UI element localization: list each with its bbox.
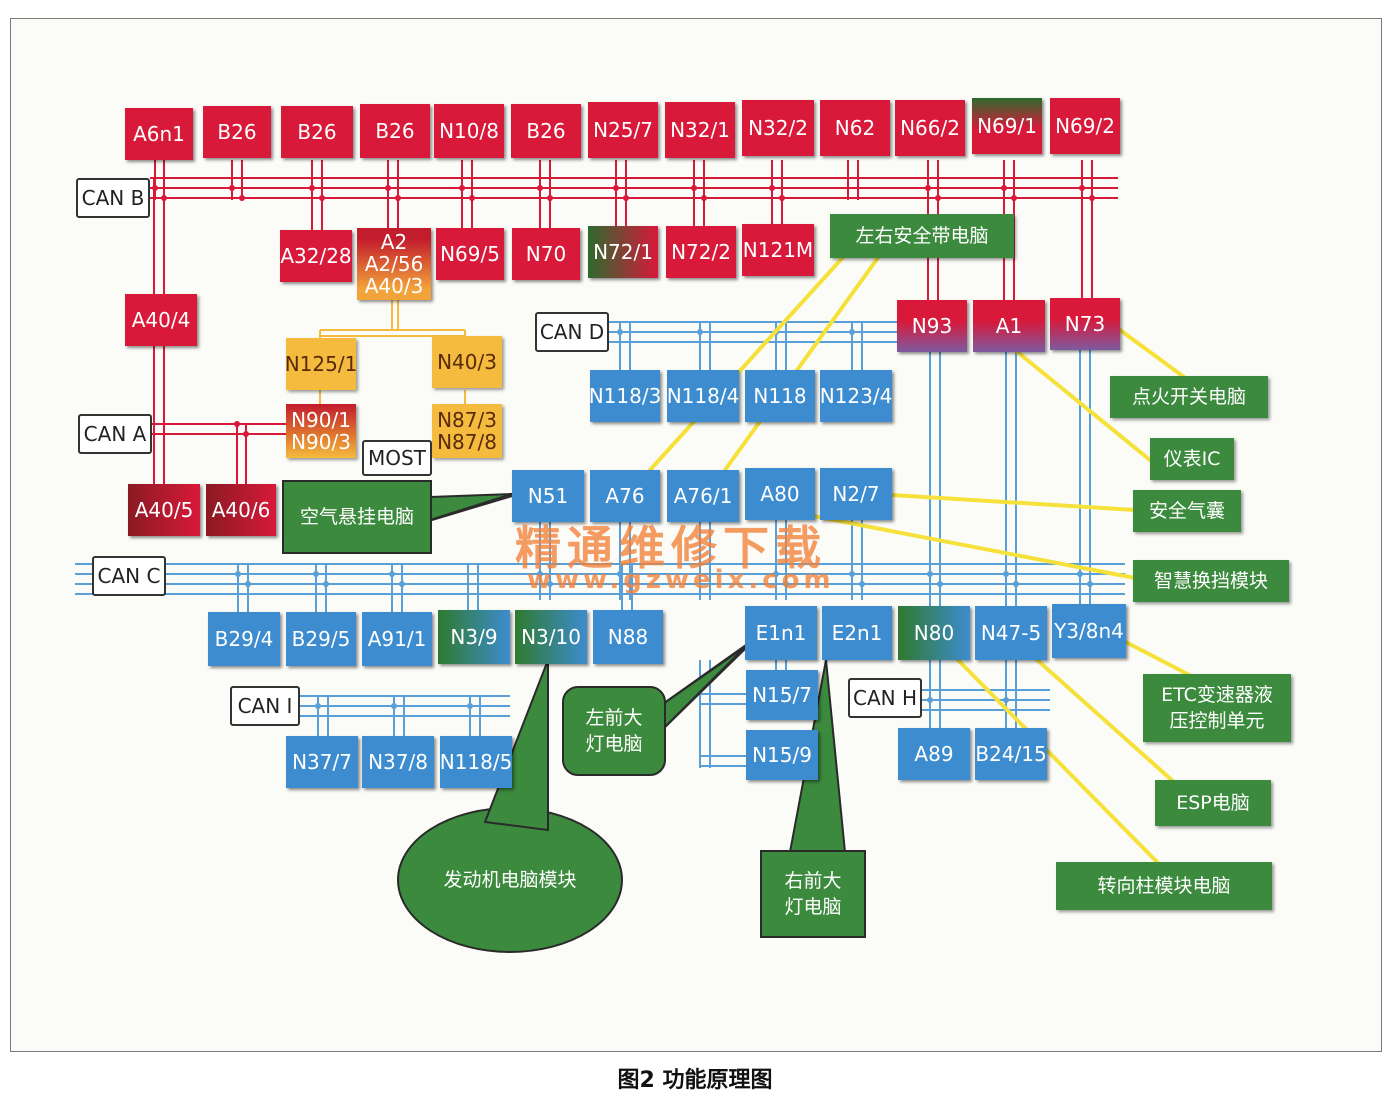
module-y3-8n4: Y3/8n4 (1052, 604, 1126, 658)
module-n72-2: N72/2 (666, 226, 736, 278)
module-n40-3: N40/3 (432, 336, 502, 388)
module-b24-15: B24/15 (975, 728, 1047, 780)
can-d-label: CAN D (535, 312, 609, 352)
module-a40-4: A40/4 (125, 294, 197, 346)
module-a91-1: A91/1 (362, 612, 432, 666)
note-right-lamp: 右前大 灯电脑 (760, 850, 866, 938)
module-b26-1: B26 (203, 106, 271, 158)
module-n3-9: N3/9 (438, 610, 510, 664)
module-a80: A80 (745, 468, 815, 520)
can-c-label: CAN C (92, 556, 166, 596)
module-n25-7: N25/7 (588, 102, 658, 158)
module-a1: A1 (973, 300, 1045, 352)
note-etc: ETC变速器液 压控制单元 (1143, 674, 1291, 742)
note-esp: ESP电脑 (1155, 780, 1271, 826)
note-steering: 转向柱模块电脑 (1056, 862, 1272, 910)
module-n93: N93 (897, 300, 967, 352)
note-airbag: 安全气囊 (1133, 490, 1241, 532)
module-n32-2: N32/2 (742, 100, 814, 156)
module-n72-1: N72/1 (588, 226, 658, 278)
module-n121m: N121M (742, 224, 814, 276)
watermark-url: www.gzweix.com (527, 565, 835, 595)
module-n3-10: N3/10 (515, 610, 587, 664)
module-n118: N118 (745, 370, 815, 422)
module-b26-2: B26 (281, 106, 353, 158)
module-n90-group: N90/1 N90/3 (286, 404, 356, 458)
note-cluster: 仪表IC (1150, 438, 1234, 480)
module-a32-28: A32/28 (280, 230, 352, 282)
module-b26-4: B26 (511, 104, 581, 158)
module-b29-5: B29/5 (286, 612, 356, 666)
module-a6n1: A6n1 (125, 108, 193, 160)
module-a40-6: A40/6 (206, 484, 276, 536)
module-a76-1: A76/1 (667, 470, 739, 522)
module-n15-7: N15/7 (746, 670, 818, 720)
module-a89: A89 (898, 728, 970, 780)
module-e1n1: E1n1 (745, 606, 817, 660)
module-n15-9: N15/9 (746, 730, 818, 780)
module-n66-2: N66/2 (895, 100, 965, 156)
module-n123-4: N123/4 (820, 370, 892, 422)
figure-caption: 图2 功能原理图 (617, 1068, 773, 1093)
module-n70: N70 (512, 228, 580, 280)
note-air-suspension: 空气悬挂电脑 (282, 480, 432, 554)
air-suspension-callout-pointer (429, 493, 513, 522)
module-n69-2: N69/2 (1050, 98, 1120, 154)
module-n73: N73 (1050, 298, 1120, 350)
note-ignition: 点火开关电脑 (1110, 376, 1268, 418)
module-n47-5: N47-5 (975, 606, 1047, 660)
note-left-lamp: 左前大 灯电脑 (562, 686, 666, 776)
can-a-label: CAN A (78, 414, 152, 454)
module-n69-1: N69/1 (972, 98, 1042, 154)
module-b29-4: B29/4 (208, 612, 280, 666)
module-n69-5: N69/5 (436, 228, 504, 280)
can-h-label: CAN H (848, 678, 922, 718)
module-n125-1: N125/1 (285, 338, 357, 390)
can-i-label: CAN I (230, 686, 300, 726)
module-e2n1: E2n1 (822, 606, 892, 660)
module-n10-8: N10/8 (434, 104, 504, 158)
note-shift: 智慧换挡模块 (1133, 560, 1289, 602)
module-n118-4: N118/4 (667, 370, 739, 422)
module-n118-5: N118/5 (440, 736, 512, 788)
module-n118-3: N118/3 (589, 370, 661, 422)
module-n88: N88 (593, 610, 663, 664)
module-n37-7: N37/7 (286, 736, 358, 788)
left-lamp-callout-pointer (659, 645, 747, 735)
note-engine: 发动机电脑模块 (443, 869, 577, 891)
most-label: MOST (362, 440, 432, 476)
module-n80: N80 (898, 606, 970, 660)
module-a76: A76 (590, 470, 660, 522)
module-n87-group: N87/3 N87/8 (432, 404, 502, 458)
module-a40-5: A40/5 (128, 484, 200, 536)
module-n32-1: N32/1 (665, 102, 735, 158)
module-b26-3: B26 (360, 104, 430, 158)
module-n2-7: N2/7 (820, 468, 892, 520)
module-n37-8: N37/8 (362, 736, 434, 788)
module-a2-group: A2 A2/56 A40/3 (357, 228, 431, 300)
module-n62: N62 (820, 100, 890, 156)
watermark-text: 精通维修下载 (515, 521, 827, 575)
note-seatbelt: 左右安全带电脑 (830, 214, 1014, 258)
module-n51: N51 (512, 470, 584, 522)
can-b-label: CAN B (76, 178, 150, 218)
